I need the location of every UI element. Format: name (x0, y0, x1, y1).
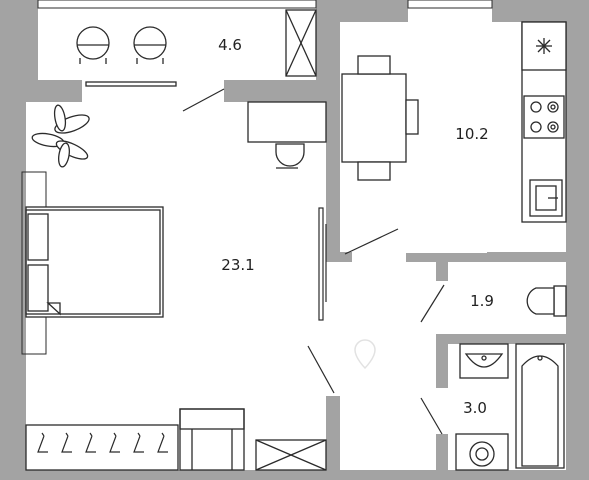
washbasin-icon (459, 343, 509, 379)
wall-kitchen-top-right (492, 0, 589, 22)
dining-table (341, 73, 407, 163)
desk (247, 101, 327, 143)
wall-center-lower (326, 396, 340, 470)
wall-right (566, 0, 589, 480)
dining-chair-bottom (357, 161, 391, 181)
toilet-icon (526, 285, 567, 317)
wall-balcony-bottom-right (224, 80, 340, 102)
sliding-door (318, 207, 324, 321)
doors (182, 88, 445, 435)
door-balcony (182, 88, 225, 112)
stove (523, 95, 565, 139)
bed-pillow-bottom (27, 264, 49, 312)
wall-left (0, 0, 22, 480)
bathtub-icon (515, 343, 565, 469)
bed (25, 206, 164, 318)
wall-bath-left (436, 334, 448, 388)
fridge-icon (536, 38, 552, 54)
bathroom-area-label: 3.0 (463, 399, 487, 417)
wall-balcony-left (22, 0, 38, 102)
wall-bath-left-lower (436, 436, 448, 470)
living-room-area-label: 23.1 (221, 256, 255, 274)
toilet-area-label: 1.9 (470, 292, 494, 310)
balcony-chair-1 (76, 26, 110, 60)
armchair (179, 408, 245, 471)
door-living-lower (307, 345, 335, 394)
washing-machine-icon (455, 433, 509, 471)
wall-kitchen-top (340, 0, 408, 22)
balcony-door-track (85, 81, 177, 87)
window-balcony (37, 0, 317, 9)
wall-bath-divider (426, 434, 448, 442)
kitchen-area-label: 10.2 (455, 125, 489, 143)
wardrobe (25, 424, 179, 471)
watermark-icon (354, 339, 376, 370)
ceiling-fan-icon (31, 104, 90, 168)
door-toilet (420, 284, 445, 323)
kitchen-furniture (341, 21, 567, 223)
wall-balcony-bottom (22, 80, 82, 102)
toilet-fixtures (526, 285, 567, 317)
hangers (37, 432, 168, 453)
balcony-chair-2 (133, 26, 167, 60)
window-kitchen (407, 0, 493, 9)
bed-pillow-top (27, 213, 49, 261)
wall-toilet-bottom (436, 334, 566, 344)
wall-center-stub (326, 252, 352, 262)
bathroom-fixtures (455, 343, 565, 471)
wall-toilet-left (436, 253, 448, 281)
dining-chair-right (405, 99, 419, 135)
door-kitchen (344, 228, 399, 255)
balcony-furniture (76, 9, 317, 87)
wall-balcony-right (316, 0, 340, 102)
living-furniture (25, 101, 327, 471)
wall-center-upper (326, 102, 340, 260)
desk-chair (275, 143, 305, 167)
wall-left-pier (22, 100, 26, 480)
wall-bottom (0, 470, 589, 480)
balcony-area-label: 4.6 (218, 36, 242, 54)
door-bath (420, 397, 443, 435)
dining-chair-top (357, 55, 391, 75)
